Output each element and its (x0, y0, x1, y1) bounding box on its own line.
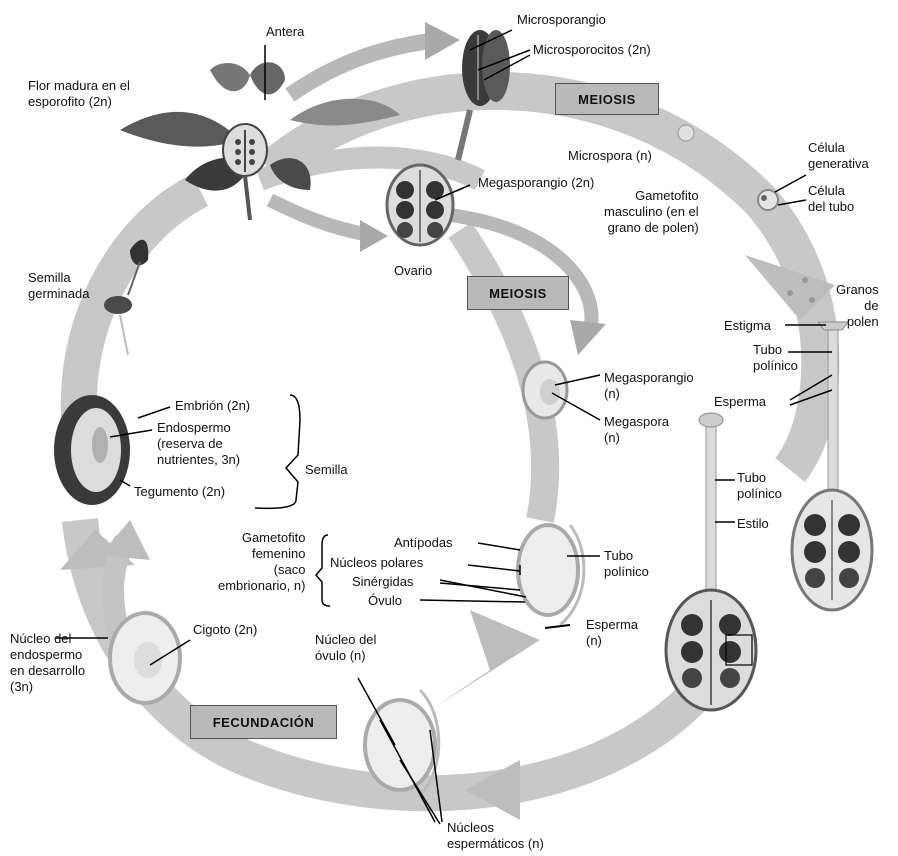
inner-arrow-to-ovary (266, 193, 372, 242)
label-ovario: Ovario (394, 263, 433, 278)
microsporangium (455, 30, 510, 161)
label-celula-generativa: Célula generativa (808, 140, 869, 171)
label-gametofito-masculino: Gametofito masculino (en el grano de pol… (604, 188, 699, 235)
label-flor-madura: Flor madura en el esporofito (2n) (28, 78, 130, 109)
label-nucleos-polares: Núcleos polares (330, 555, 424, 570)
label-microspora: Microspora (n) (568, 148, 652, 163)
leader-lines (55, 29, 833, 825)
female-gametophyte-ovule (516, 523, 586, 629)
outer-cycle-arrow (257, 71, 840, 482)
label-nucleo-ovulo: Núcleo del óvulo (n) (315, 632, 377, 663)
label-semilla: Semilla (305, 462, 348, 477)
germinated-seed (104, 239, 149, 356)
label-endospermo: Endospermo (reserva de nutrientes, 3n) (157, 420, 241, 467)
label-estilo: Estilo (737, 516, 769, 531)
label-nucleos-espermaticos: Núcleos espermáticos (n) (447, 820, 544, 851)
label-celula-tubo: Célula del tubo (808, 183, 855, 214)
seed (54, 395, 130, 505)
inner-arrowhead-down (430, 610, 540, 710)
label-semilla-germinada: Semilla germinada (28, 270, 90, 301)
left-cycle-arrow (60, 173, 209, 432)
label-megasporangio-n: Megasporangio (n) (604, 370, 694, 401)
label-tubo-polinico-1: Tubo polínico (753, 342, 798, 373)
label-estigma: Estigma (724, 318, 771, 333)
pistil-right (790, 321, 874, 612)
ovary-arrowhead (360, 220, 388, 252)
label-ovulo: Óvulo (368, 593, 402, 608)
fecundacion-box: FECUNDACIÓN (190, 705, 337, 739)
label-tegumento: Tegumento (2n) (134, 484, 226, 499)
megasporangio-arrowhead (570, 320, 606, 355)
megasporangium-n (521, 360, 569, 420)
bottom-arrowhead-right (465, 760, 520, 820)
developing-zygote (108, 611, 182, 705)
label-tubo-polinico-3: Tubo polínico (604, 548, 649, 579)
microsporangio-arrowhead (425, 22, 460, 60)
arrow-to-megasporangio (449, 208, 599, 332)
mature-flower (120, 45, 400, 221)
label-cigoto: Cigoto (2n) (193, 622, 258, 637)
label-megaspora: Megaspora (n) (604, 414, 670, 445)
meiosis-center-box: MEIOSIS (467, 276, 569, 310)
pistil-center (664, 412, 758, 712)
arrow-to-microsporangio (285, 32, 441, 102)
label-microsporocitos: Microsporocitos (2n) (533, 42, 651, 57)
label-nucleo-endospermo: Núcleo del endospermo en desarrollo (3n) (10, 631, 86, 694)
arrowhead-semilla-up (100, 520, 150, 560)
outer-arrowhead-right (745, 255, 835, 320)
label-antipodas: Antípodas (394, 535, 453, 550)
label-megasporangio-2n: Megasporangio (2n) (478, 175, 595, 190)
label-granos-polen: Granos de polen (836, 282, 879, 329)
label-esperma-2: Esperma (n) (586, 617, 639, 648)
pollen-grain-male-gametophyte (757, 189, 779, 211)
label-esperma-1: Esperma (714, 394, 767, 409)
microspore (677, 124, 695, 142)
label-microsporangio: Microsporangio (517, 12, 606, 27)
label-antera: Antera (266, 24, 305, 39)
meiosis-top-box: MEIOSIS (555, 83, 659, 115)
label-tubo-polinico-2: Tubo polínico (737, 470, 782, 501)
label-embrion: Embrión (2n) (175, 398, 251, 413)
label-gametofito-femenino: Gametofito femenino (saco embrionario, n… (218, 530, 306, 593)
ovary (385, 163, 455, 247)
label-sinergidas: Sinérgidas (352, 574, 414, 589)
